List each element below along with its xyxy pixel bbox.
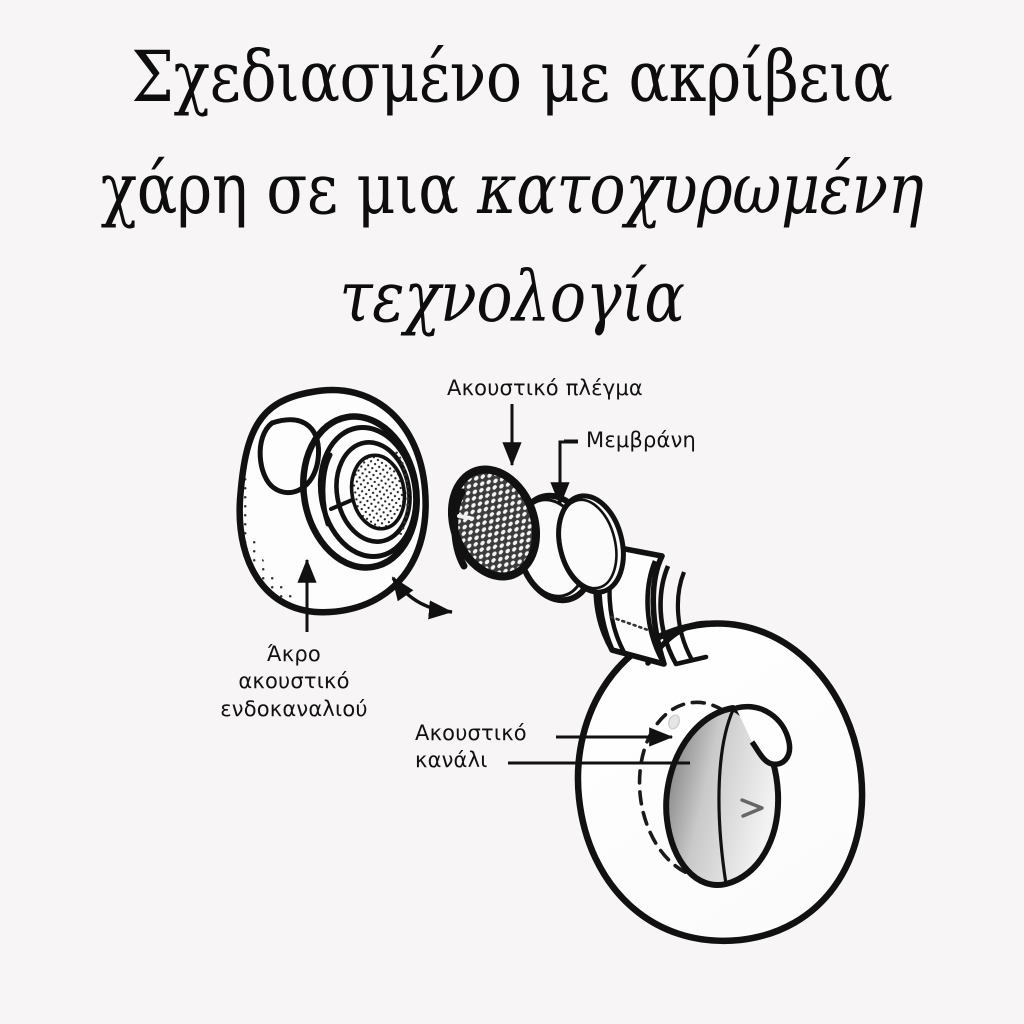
label-membrane-text: Μεμβράνη [586,428,697,452]
label-acoustic-canal-line-1: Ακουστικό [415,721,527,745]
label-eartip-line-3: ενδοκαναλιού [220,696,368,721]
label-acoustic-canal: Ακουστικό κανάλι [415,720,527,775]
label-acoustic-grid: Ακουστικό πλέγμα [447,375,643,402]
ear-canal-opening [637,700,793,889]
label-eartip: Άκρο ακουστικό ενδοκαναλιού [203,641,385,723]
label-eartip-line-2: ακουστικό [238,669,350,694]
label-eartip-line-1: Άκρο [267,642,321,666]
eartip [236,386,429,616]
acoustic-grid-mesh-disc [447,465,541,581]
assembly-direction-arrow [391,576,453,620]
label-acoustic-canal-line-2: κανάλι [415,748,488,773]
label-membrane: Μεμβράνη [586,427,696,454]
label-acoustic-grid-text: Ακουστικό πλέγμα [447,376,643,400]
